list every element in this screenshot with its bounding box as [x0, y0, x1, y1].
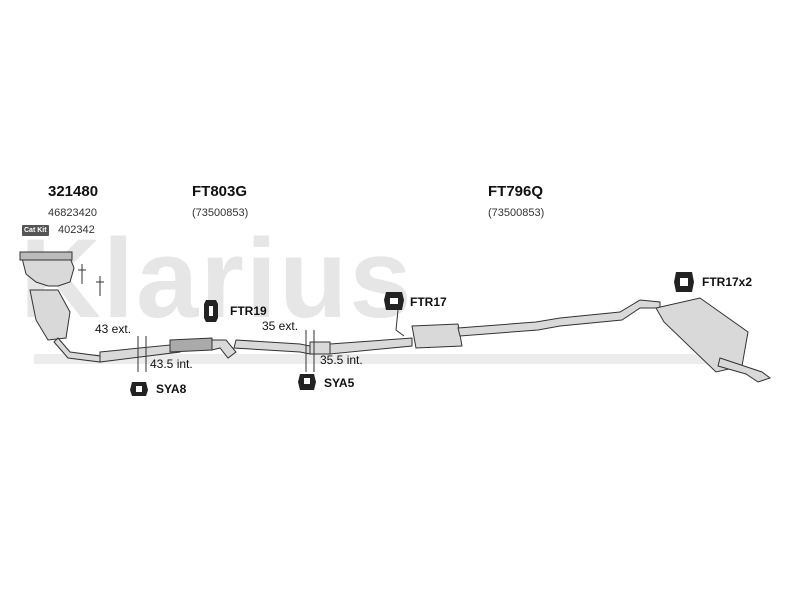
centre-silencer-part	[411, 323, 463, 349]
manifold-part	[21, 257, 75, 287]
dim-43-5-int: 43.5 int.	[150, 357, 193, 371]
sya8-clamp-hole	[136, 386, 142, 392]
rear-silencer-part	[655, 297, 749, 373]
ftr19-hanger-hole	[209, 306, 213, 316]
dim-35-ext: 35 ext.	[262, 319, 299, 333]
ftr17x2-hanger-hole	[680, 278, 688, 286]
rear-part-code: FT796Q	[488, 183, 544, 200]
ftr17-hanger-hole	[390, 298, 398, 304]
catalytic-converter-part	[29, 289, 71, 341]
cat-part-code: 321480	[48, 183, 99, 200]
rear-part-ref: (73500853)	[488, 207, 545, 219]
rear-pipe-inlet	[329, 337, 413, 355]
ftr17x2-label: FTR17x2	[702, 275, 753, 289]
front-part-ref: (73500853)	[192, 207, 249, 219]
watermark-underline	[34, 354, 714, 364]
sensor-stud-1	[78, 264, 86, 284]
cat-kit-badge: Cat Kit	[22, 225, 49, 236]
sensor-stud-2	[96, 276, 104, 296]
cat-outlet-pipe	[53, 337, 101, 363]
dim-35-5-int: 35.5 int.	[320, 353, 363, 367]
sya5-label: SYA5	[324, 376, 355, 390]
ftr17-hanger-line	[395, 309, 405, 337]
rear-pipe-part	[457, 299, 661, 337]
sya5-clamp-hole	[304, 378, 310, 384]
ftr17-label: FTR17	[410, 295, 447, 309]
cat-part-ref2: 402342	[58, 224, 95, 236]
dim-43-ext: 43 ext.	[95, 322, 132, 336]
front-part-code: FT803G	[192, 183, 248, 200]
clamp-marker-2	[305, 330, 315, 372]
clamp-marker-1	[137, 336, 147, 372]
sya8-label: SYA8	[156, 382, 187, 396]
intermediate-pipe-part	[233, 339, 311, 355]
flexi-joint	[169, 337, 213, 353]
cat-part-ref1: 46823420	[48, 207, 97, 219]
ftr19-label: FTR19	[230, 304, 267, 318]
manifold-flange	[19, 251, 73, 261]
tailpipe-part	[717, 357, 772, 383]
s-bend-pipe	[211, 339, 237, 359]
